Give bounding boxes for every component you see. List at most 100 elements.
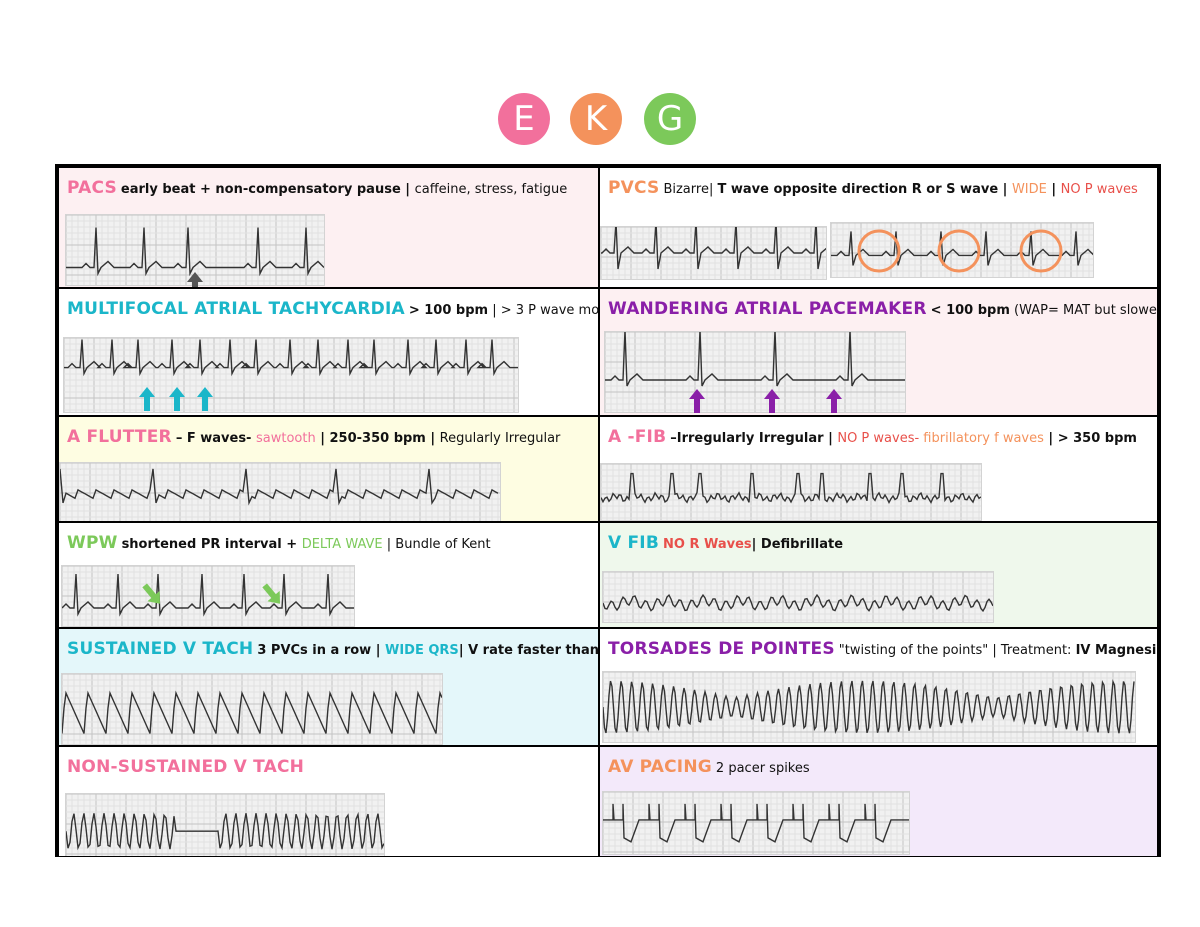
pointer-arrow-icon [826,389,842,415]
title-pvcs: PVCs [608,178,660,198]
header-text-mat: > 100 bpm [408,303,489,318]
header-afib: A -Fib–Irregularly Irregular | NO P wave… [608,427,1137,449]
ekg-logo: E K G [498,93,708,147]
ecg-strip-vfib [602,571,994,623]
ecg-waveform [603,803,909,843]
title-mat: Multifocal Atrial Tachycardia [67,299,405,319]
header-text-aflutter: – F waves- [175,431,256,446]
header-text-pvcs: Bizarre| [663,182,718,197]
ecg-trace-svg [64,338,518,412]
ecg-waveform [66,811,384,851]
ecg-strip-wap [604,331,906,413]
pvc-highlight-circle [857,229,901,273]
title-wap: Wandering Atrial Pacemaker [608,299,927,319]
header-text-torsades: IV Magnesium [1075,643,1157,658]
cell-torsades: Torsades de Pointes"twisting of the poin… [599,628,1158,746]
header-text-afib: NO P waves- [837,431,924,446]
ecg-waveform [66,227,324,277]
header-text-pvcs: WIDE [1011,182,1047,197]
cell-vfib: V FibNO R Waves| Defibrillate [599,522,1158,628]
title-aflutter: A Flutter [67,427,172,447]
ecg-trace-svg [831,223,1093,277]
ecg-strip-wpw [61,565,355,627]
header-text-torsades: "twisting of the points" | Treatment: [838,643,1076,658]
ecg-trace-svg [603,672,1135,742]
ecg-strip-afib [600,463,982,521]
cell-wap: Wandering Atrial Pacemaker< 100 bpm (WAP… [599,288,1158,416]
pointer-arrow-icon [139,387,155,415]
ecg-strip-pvcs-1 [600,226,827,280]
pointer-arrow-icon [187,272,203,287]
header-pacs: PACsearly beat + non-compensatory pause … [67,178,567,200]
cell-sustained-vtach: Sustained V Tach3 PVCs in a row | WIDE Q… [58,628,599,746]
logo-letter-g: G [644,93,696,145]
header-nsvt: Non-Sustained V Tach [67,757,308,779]
title-nsvt: Non-Sustained V Tach [67,757,305,777]
ecg-waveform [603,593,993,613]
title-afib: A -Fib [608,427,667,447]
header-text-mat: | [488,303,501,318]
ecg-trace-svg [60,463,500,521]
header-text-svt: 3 PVCs in a row | [257,643,385,658]
ecg-strip-nsvt [65,793,385,856]
pointer-arrow-icon [197,387,213,415]
header-pvcs: PVCsBizarre| T wave opposite direction R… [608,178,1138,200]
cell-av-pacing: AV Pacing2 pacer spikes [599,746,1158,857]
ecg-strip-pvcs-2 [830,222,1094,278]
ecg-strip-mat [63,337,519,413]
ecg-trace-svg [66,794,384,856]
cell-aflutter: A Flutter– F waves- sawtooth | 250-350 b… [58,416,599,522]
ecg-waveform [62,690,442,734]
header-text-vfib: | Defibrillate [751,537,844,552]
logo-letter-k: K [570,93,622,145]
ekg-reference-grid: PACsearly beat + non-compensatory pause … [55,164,1161,857]
ecg-trace-svg [601,227,826,279]
header-text-afib: –Irregularly Irregular | [670,431,838,446]
ecg-waveform [601,472,981,505]
ecg-trace-svg [66,215,324,285]
ecg-waveform [605,332,905,387]
header-text-afib: | > 350 bpm [1043,431,1137,446]
pvc-highlight-circle [937,229,981,273]
header-text-pacs: caffeine, stress, fatigue [414,182,568,197]
cell-pacs: PACsearly beat + non-compensatory pause … [58,167,599,288]
header-text-wpw: shortened PR interval + [121,537,302,552]
pointer-arrow-icon [169,387,185,415]
header-text-aflutter: sawtooth [255,431,316,446]
ecg-strip-aflutter [59,462,501,521]
title-torsades: Torsades de Pointes [608,639,835,659]
ecg-trace-svg [603,572,993,622]
header-text-wap: (WAP= MAT but slower!) [1009,303,1158,318]
header-text-pvcs: NO P waves [1060,182,1138,197]
header-text-pvcs: | [1046,182,1061,197]
ecg-trace-svg [601,464,981,520]
cell-nsvt: Non-Sustained V Tach [58,746,599,857]
ecg-waveform [60,468,499,506]
header-sustained-vtach: Sustained V Tach3 PVCs in a row | WIDE Q… [67,639,599,661]
pointer-arrow-icon [764,389,780,415]
ecg-strip-torsades [602,671,1136,743]
header-text-pvcs: T wave opposite direction R or S wave | [717,182,1012,197]
header-text-wpw: | Bundle of Kent [382,537,491,552]
header-text-svt: | V rate faster than A rate [458,643,599,658]
pointer-arrow-icon [136,577,166,609]
header-wap: Wandering Atrial Pacemaker< 100 bpm (WAP… [608,299,1158,321]
cell-mat: Multifocal Atrial Tachycardia> 100 bpm |… [58,288,599,416]
header-av-pacing: AV Pacing2 pacer spikes [608,757,810,779]
header-text-avpacing: 2 pacer spikes [715,761,810,776]
header-text-vfib: NO R Waves [662,537,752,552]
header-vfib: V FibNO R Waves| Defibrillate [608,533,843,555]
header-text-afib: fibrillatory f waves [923,431,1044,446]
header-mat: Multifocal Atrial Tachycardia> 100 bpm |… [67,299,598,321]
title-wpw: WPW [67,533,118,553]
header-text-wap: < 100 bpm [930,303,1010,318]
header-text-aflutter: | 250-350 bpm | [315,431,440,446]
header-torsades: Torsades de Pointes"twisting of the poin… [608,639,1157,661]
ecg-waveform [64,339,518,377]
title-pacs: PACs [67,178,117,198]
ecg-trace-svg [62,674,442,744]
ecg-trace-svg [605,332,905,412]
header-aflutter: A Flutter– F waves- sawtooth | 250-350 b… [67,427,560,449]
